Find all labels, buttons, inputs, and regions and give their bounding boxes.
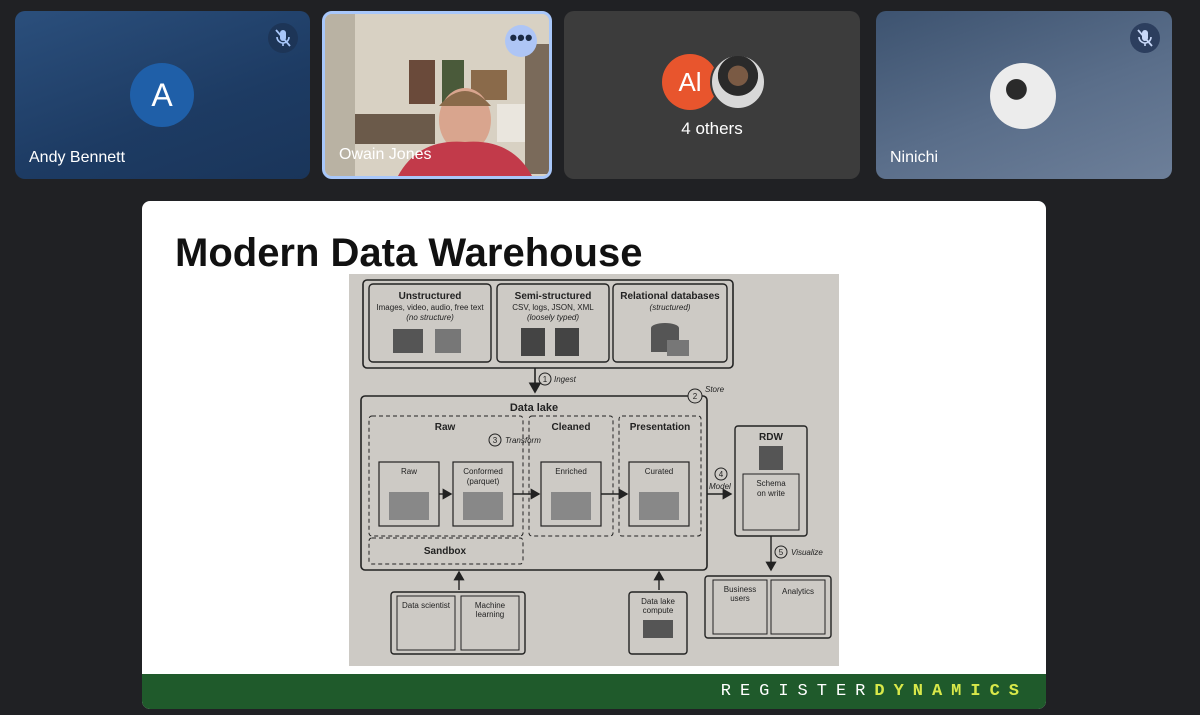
svg-text:Cleaned: Cleaned [552, 422, 591, 433]
svg-text:Conformed: Conformed [463, 467, 503, 476]
participant-name: Andy Bennett [29, 149, 126, 166]
svg-text:users: users [730, 594, 750, 603]
svg-text:Model: Model [709, 482, 731, 491]
svg-text:Store: Store [705, 385, 725, 394]
svg-text:Images, video, audio, free tex: Images, video, audio, free text [376, 303, 484, 312]
video-feed [325, 14, 549, 176]
svg-text:4: 4 [719, 470, 724, 479]
svg-text:Visualize: Visualize [791, 548, 823, 557]
svg-text:Schema: Schema [756, 479, 786, 488]
svg-text:CSV, logs, JSON, XML: CSV, logs, JSON, XML [512, 303, 594, 312]
svg-text:(parquet): (parquet) [467, 477, 500, 486]
data-warehouse-diagram: Unstructured Images, video, audio, free … [349, 274, 839, 666]
svg-text:Curated: Curated [645, 467, 673, 476]
participant-tile-owain-jones[interactable]: ••• Owain Jones [322, 11, 552, 179]
svg-text:on write: on write [757, 489, 786, 498]
svg-text:3: 3 [493, 436, 498, 445]
avatar [990, 63, 1056, 129]
mic-off-icon [268, 23, 298, 53]
more-options-button[interactable]: ••• [505, 25, 537, 57]
svg-text:RDW: RDW [759, 432, 783, 443]
svg-text:Enriched: Enriched [555, 467, 587, 476]
brand-logo: REGISTERDYNAMICS [720, 682, 1028, 701]
svg-text:Presentation: Presentation [630, 422, 691, 433]
unstructured-title: Unstructured [399, 291, 462, 302]
participant-tile-andy-bennett[interactable]: A Andy Bennett [15, 11, 310, 179]
svg-text:2: 2 [693, 392, 698, 401]
semi-structured-title: Semi-structured [515, 291, 592, 302]
svg-text:(no structure): (no structure) [406, 313, 454, 322]
relational-title: Relational databases [620, 291, 720, 302]
svg-text:learning: learning [476, 610, 504, 619]
svg-text:Analytics: Analytics [782, 587, 814, 596]
avatar: Al [662, 54, 718, 110]
svg-text:Transform: Transform [505, 436, 541, 445]
svg-text:Sandbox: Sandbox [424, 546, 467, 557]
svg-text:1: 1 [543, 375, 548, 384]
svg-text:Machine: Machine [475, 601, 506, 610]
svg-text:(loosely typed): (loosely typed) [527, 313, 579, 322]
svg-text:Raw: Raw [401, 467, 417, 476]
participant-tile-ninichi[interactable]: Ninichi [876, 11, 1172, 179]
diagram-photo: Unstructured Images, video, audio, free … [349, 274, 839, 666]
participant-name: Ninichi [890, 149, 939, 166]
mic-off-icon [1130, 23, 1160, 53]
data-lake-label: Data lake [510, 402, 558, 414]
participant-tile-others[interactable]: Al 4 others [564, 11, 860, 179]
slide-title: Modern Data Warehouse [175, 231, 643, 275]
svg-text:Raw: Raw [435, 422, 456, 433]
svg-text:Business: Business [724, 585, 756, 594]
others-count: 4 others [681, 119, 743, 138]
avatar: A [130, 63, 194, 127]
svg-text:compute: compute [643, 606, 674, 615]
participant-name: Owain Jones [339, 146, 432, 163]
presentation-slide: Modern Data Warehouse Unstructured Image… [142, 201, 1046, 709]
svg-text:5: 5 [779, 548, 784, 557]
slide-footer: REGISTERDYNAMICS [142, 674, 1046, 709]
svg-text:Data scientist: Data scientist [402, 601, 451, 610]
svg-text:(structured): (structured) [650, 303, 691, 312]
avatar-photo [710, 54, 766, 110]
svg-text:Data lake: Data lake [641, 597, 675, 606]
svg-text:Ingest: Ingest [554, 375, 577, 384]
